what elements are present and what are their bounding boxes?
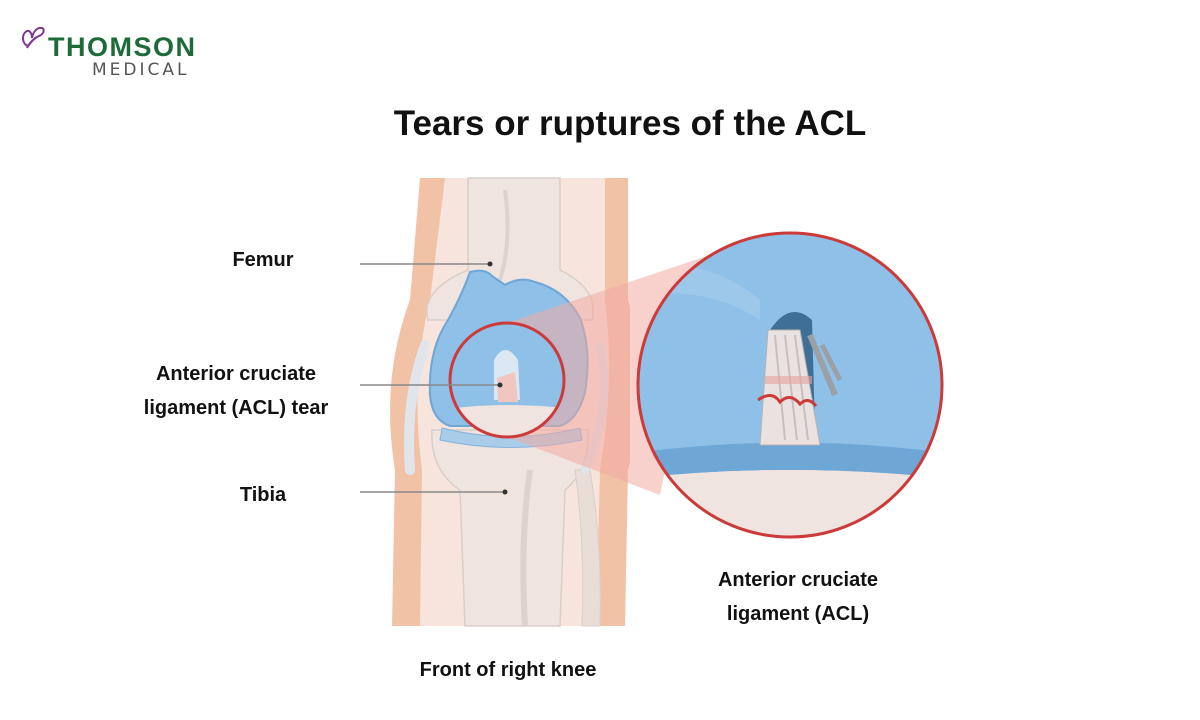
acl-zoom-circle: [636, 231, 944, 539]
acl-tear-label-line1: Anterior cruciate: [155, 363, 317, 385]
acl-tear-label: Anterior cruciate ligament (ACL) tear: [118, 357, 354, 425]
acl-label-line2: ligament (ACL): [726, 603, 870, 625]
acl-label-line1: Anterior cruciate: [717, 569, 879, 591]
acl-tear-label-line2: ligament (ACL) tear: [143, 397, 329, 419]
tibia-label: Tibia: [239, 484, 287, 506]
acl-label: Anterior cruciate ligament (ACL): [690, 563, 906, 631]
view-caption: Front of right knee: [419, 659, 597, 681]
logo-wordmark-bottom: MEDICAL: [92, 60, 190, 80]
butterfly-logo-icon: [22, 26, 45, 49]
thomson-medical-logo: THOMSON MEDICAL: [18, 22, 228, 84]
leader-lines: [360, 261, 508, 495]
femur-label: Femur: [232, 249, 294, 271]
acl-ligament-fibers: [757, 329, 843, 446]
acl-tear-highlight-circle: [448, 321, 566, 439]
page-title: Tears or ruptures of the ACL: [393, 104, 867, 143]
tibia-bone: [431, 429, 601, 627]
logo-wordmark-top: THOMSON: [48, 32, 197, 62]
